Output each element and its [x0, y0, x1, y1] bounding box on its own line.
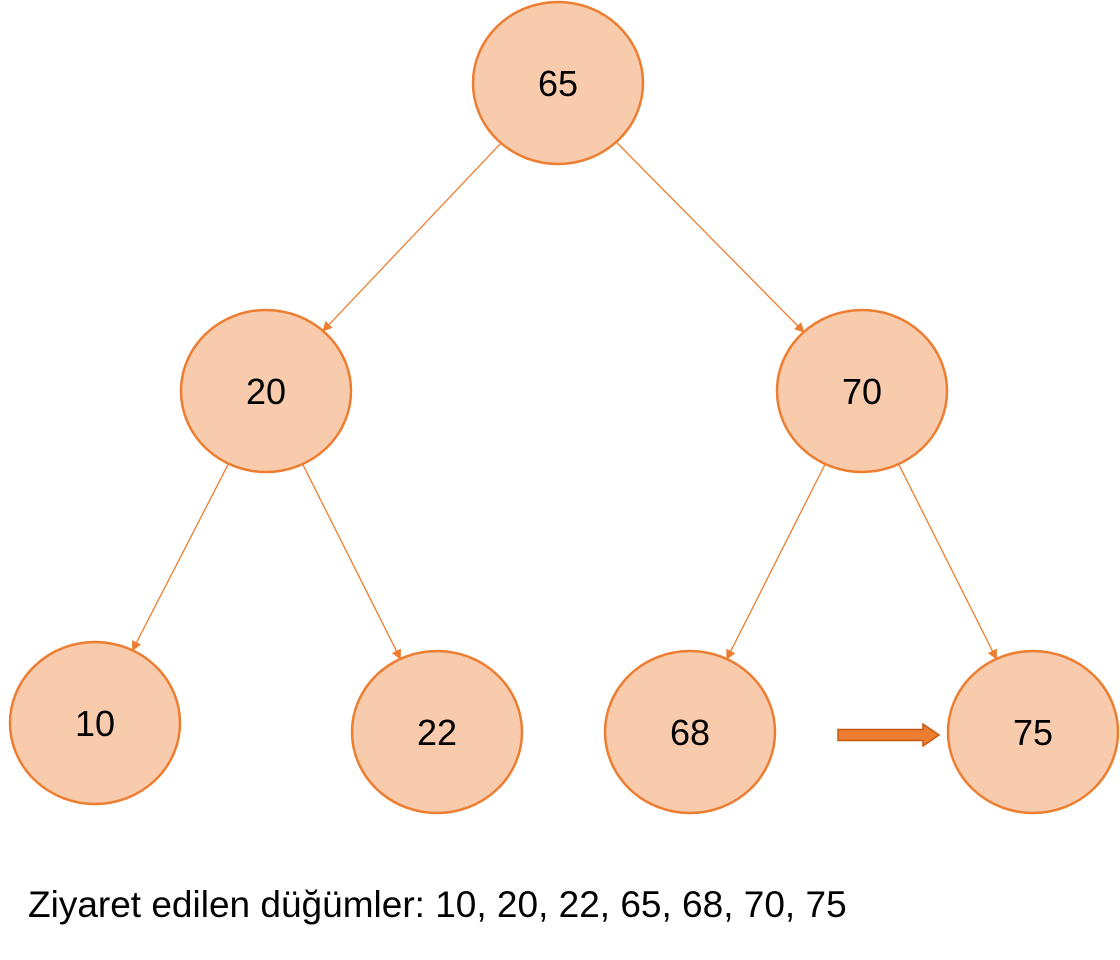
node-label: 68: [670, 712, 710, 753]
tree-node-22: 22: [350, 649, 524, 815]
edge-70-75: [898, 463, 997, 660]
node-label: 70: [842, 371, 882, 412]
node-label: 22: [417, 712, 457, 753]
node-circle: [946, 649, 1120, 815]
node-circle: [350, 649, 524, 815]
edge-20-22: [302, 463, 401, 660]
nodes-layer: 65 20 70 10 22 68 75: [8, 0, 1120, 815]
edge-20-10: [131, 463, 230, 652]
tree-node-65: 65: [471, 0, 645, 166]
edges-layer: [131, 141, 997, 660]
node-circle: [471, 0, 645, 166]
node-label: 20: [246, 371, 286, 412]
tree-node-70: 70: [775, 308, 949, 474]
node-circle: [8, 640, 182, 806]
node-label: 10: [75, 703, 115, 744]
node-circle: [179, 308, 353, 474]
edge-65-20: [322, 142, 502, 332]
node-label: 75: [1013, 712, 1053, 753]
tree-node-20: 20: [179, 308, 353, 474]
right-block-arrow-icon: [837, 722, 941, 748]
node-circle: [603, 649, 777, 815]
edge-65-70: [615, 141, 805, 333]
node-circle: [775, 308, 949, 474]
tree-node-10: 10: [8, 640, 182, 806]
edge-70-68: [726, 463, 826, 660]
tree-node-75: 75: [946, 649, 1120, 815]
tree-node-68: 68: [603, 649, 777, 815]
pointer-layer: [837, 722, 941, 748]
visited-nodes-caption: Ziyaret edilen düğümler: 10, 20, 22, 65,…: [28, 884, 847, 925]
node-label: 65: [538, 63, 578, 104]
